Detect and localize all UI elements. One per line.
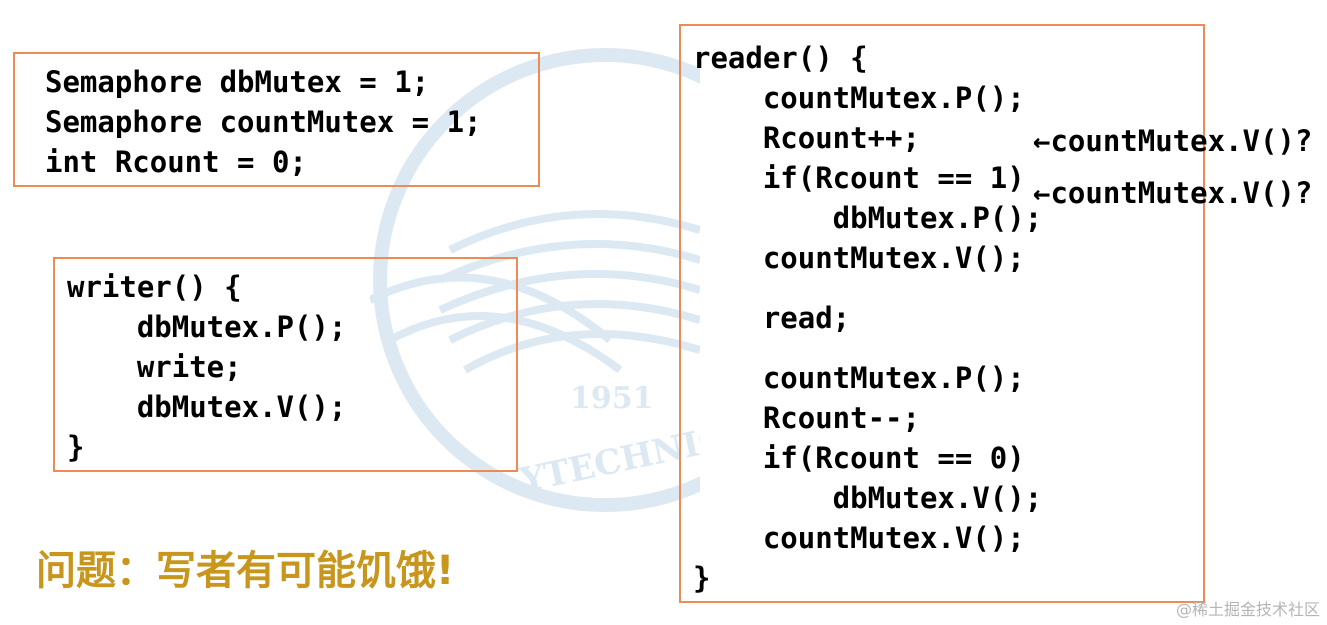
- writer-box: writer() { dbMutex.P(); write; dbMutex.V…: [53, 257, 518, 472]
- code-line: Semaphore countMutex = 1;: [45, 105, 482, 139]
- code-line: }: [693, 561, 711, 595]
- problem-statement: 问题：写者有可能饥饿!: [36, 548, 455, 594]
- code-line: dbMutex.P();: [693, 201, 1043, 235]
- code-line: countMutex.V();: [693, 521, 1025, 555]
- code-line: dbMutex.P();: [67, 310, 347, 344]
- code-line: reader() {: [693, 41, 868, 75]
- code-gap: [693, 338, 1203, 358]
- annotation-countmutex-v-2: ←countMutex.V()?: [1033, 176, 1313, 210]
- code-line: read;: [693, 301, 851, 335]
- source-credit: @稀土掘金技术社区: [1175, 600, 1320, 619]
- code-line: dbMutex.V();: [67, 390, 347, 424]
- code-line: int Rcount = 0;: [45, 145, 307, 179]
- watermark-year: 1951: [570, 381, 654, 416]
- code-line: Rcount++;: [693, 121, 920, 155]
- code-line: dbMutex.V();: [693, 481, 1043, 515]
- code-line: }: [67, 430, 85, 464]
- code-line: Semaphore dbMutex = 1;: [45, 65, 430, 99]
- code-line: countMutex.P();: [693, 361, 1025, 395]
- code-line: if(Rcount == 1): [693, 161, 1025, 195]
- annotation-countmutex-v-1: ←countMutex.V()?: [1033, 124, 1313, 158]
- code-gap: [693, 278, 1203, 298]
- code-line: writer() {: [67, 270, 242, 304]
- code-line: Rcount--;: [693, 401, 920, 435]
- declarations-code: Semaphore dbMutex = 1; Semaphore countMut…: [45, 62, 538, 182]
- university-seal-watermark: 1951 YTECHNIC: [370, 48, 700, 512]
- code-line: countMutex.P();: [693, 81, 1025, 115]
- code-line: if(Rcount == 0): [693, 441, 1025, 475]
- reader-box: reader() { countMutex.P(); Rcount++; if(…: [679, 24, 1205, 603]
- code-line: countMutex.V();: [693, 241, 1025, 275]
- writer-code: writer() { dbMutex.P(); write; dbMutex.V…: [67, 267, 516, 467]
- declarations-box: Semaphore dbMutex = 1; Semaphore countMut…: [13, 52, 540, 187]
- reader-code: reader() { countMutex.P(); Rcount++; if(…: [693, 38, 1203, 598]
- code-line: write;: [67, 350, 242, 384]
